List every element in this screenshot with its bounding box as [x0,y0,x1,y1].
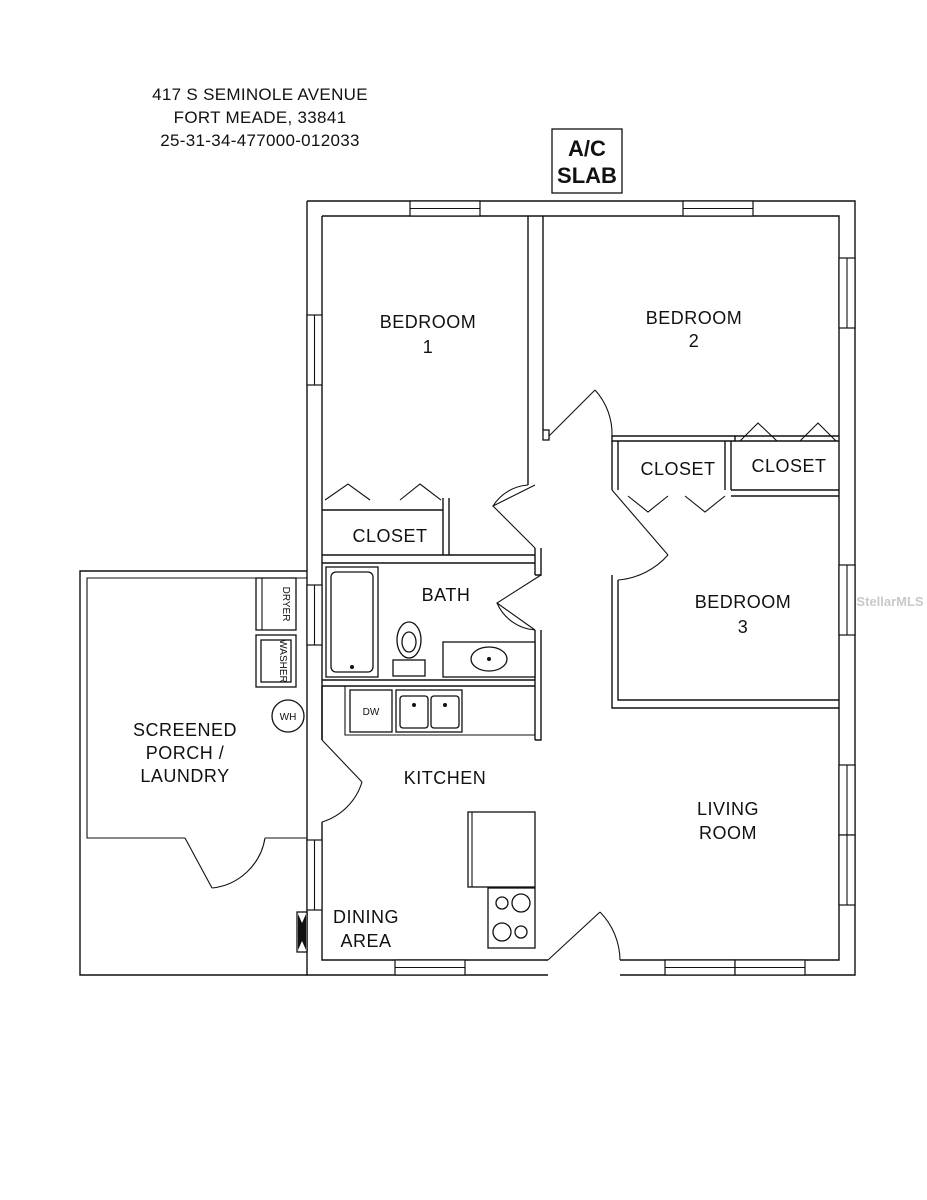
interior-walls [321,216,839,741]
refrigerator [467,811,536,888]
ac-slab-line2: SLAB [557,163,617,188]
porch-line1: SCREENED [133,720,237,740]
living-room-line2: ROOM [699,823,757,843]
washer: WASHER [255,634,297,688]
bedroom-2-name: BEDROOM [646,308,743,328]
doors [184,389,669,961]
closet-bedroom-1-label: CLOSET [352,526,427,546]
porch-line3: LAUNDRY [140,766,229,786]
water-heater-label: WH [280,712,297,723]
range-stove [487,887,536,949]
address-line-2: FORT MEADE, 33841 [174,108,347,127]
bedroom-1-number: 1 [423,337,434,357]
dining-area-line1: DINING [333,907,399,927]
dryer-label: DRYER [280,587,291,622]
bathtub [325,566,379,678]
exterior-vent [296,911,308,953]
windows [306,200,856,976]
bedroom-3-number: 3 [738,617,749,637]
living-room-line1: LIVING [697,799,759,819]
ac-slab-box [551,128,623,194]
closet-bifold-doors [324,422,837,513]
dining-area-line2: AREA [340,931,391,951]
kitchen-label: KITCHEN [404,768,487,788]
porch-line2: PORCH / [146,743,225,763]
bedroom-3-name: BEDROOM [695,592,792,612]
closet-bedroom-2-label: CLOSET [751,456,826,476]
screened-porch-outline [79,570,307,976]
vanity-sink [442,641,536,678]
water-heater: WH [271,699,305,733]
dishwasher-label: DW [363,707,380,718]
washer-label: WASHER [277,639,288,683]
dishwasher: DW [349,689,393,733]
bath-label: BATH [422,585,471,605]
parcel-id: 25-31-34-477000-012033 [160,131,359,150]
kitchen-sink [395,689,463,733]
bedroom-2-number: 2 [689,331,700,351]
ac-slab-line1: A/C [568,136,606,161]
toilet [392,621,426,677]
bedroom-1-name: BEDROOM [380,312,477,332]
closet-bedroom-3-label: CLOSET [640,459,715,479]
address-line-1: 417 S SEMINOLE AVENUE [152,85,368,104]
watermark: StellarMLS [856,594,924,609]
dryer: DRYER [255,577,297,631]
